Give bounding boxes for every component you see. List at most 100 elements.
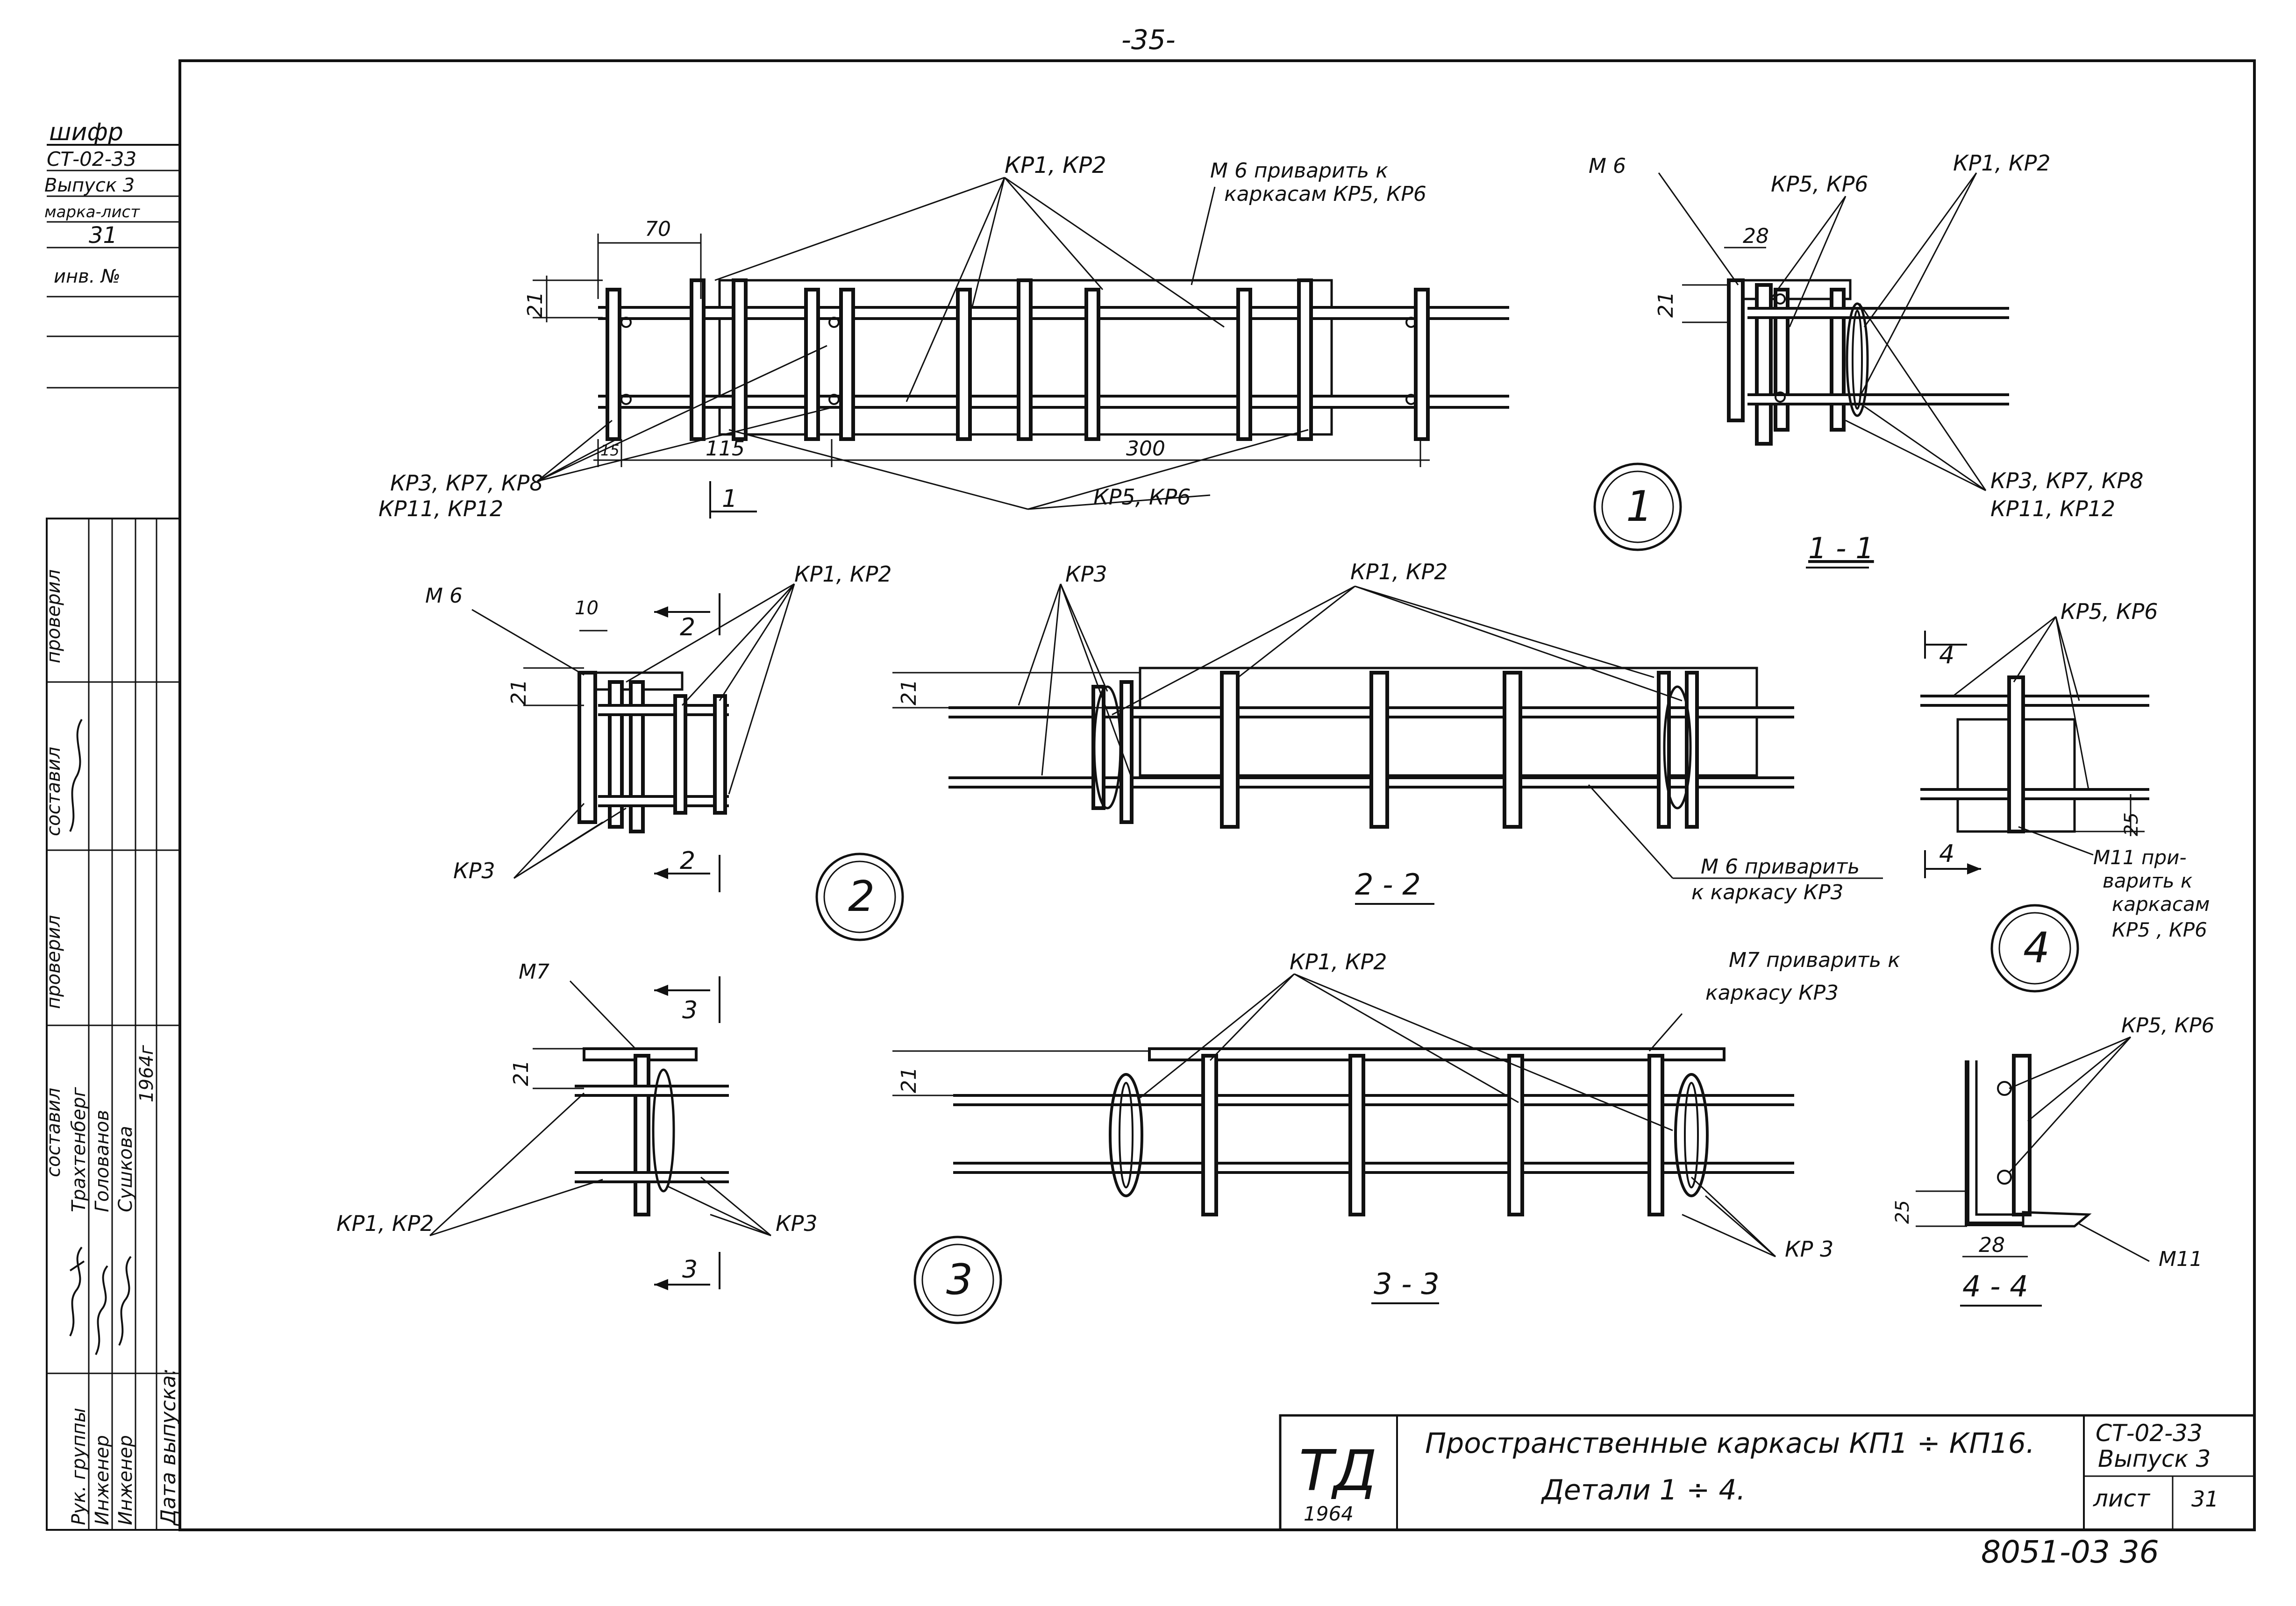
label-kp3-d1: КР3, КР7, КР8 (1990, 468, 2143, 493)
title-issue: Выпуск 3 (2098, 1445, 2210, 1472)
label-kp5-d1: КР5, КР6 (1771, 171, 1868, 197)
td-logo-year: 1964 (1304, 1502, 1354, 1525)
stamp-code: СТ-02-33 (47, 148, 136, 171)
dim-25-d4: 25 (1892, 1200, 1913, 1224)
label-m6-weld-d2-1: М 6 приварить (1701, 855, 1860, 879)
section-mark-2-top: 2 (680, 613, 695, 641)
label-kp5-d4l: КР5, КР6 (2061, 599, 2158, 624)
signature-1 (69, 1246, 85, 1336)
sheet-label: лист (2093, 1485, 2151, 1512)
detail-2: 21 КР3 КР1, КР2 М 6 приварить к каркасу … (815, 559, 1883, 941)
label-m11-d4: М11 (2159, 1247, 2203, 1271)
label-m11-2: варить к (2103, 869, 2193, 892)
label-m6-weld-main-2: каркасам КР5, КР6 (1224, 182, 1426, 206)
detail-marker-2 (815, 853, 904, 941)
approval-col-4: составил (43, 1088, 64, 1177)
label-kp1-kp2-main: КР1, КР2 (1005, 152, 1106, 178)
label-m6-weld-main-1: М 6 приварить к (1210, 159, 1388, 183)
detail-marker-4-number: 4 (2023, 924, 2050, 973)
approval-role-3: Инженер (115, 1435, 136, 1525)
label-kp3-d2: КР3 (1065, 561, 1107, 587)
signature-2 (95, 1265, 108, 1355)
detail-marker-2-number: 2 (848, 872, 875, 921)
approval-year: 1964г (136, 1045, 157, 1102)
dim-70: 70 (645, 217, 671, 241)
dim-10-d2: 10 (575, 597, 599, 619)
label-kp5-d4: КР5, КР6 (2121, 1014, 2215, 1038)
detail-2-section: 10 21 М 6 КР1, КР2 КР3 2 2 (425, 561, 892, 892)
approvals-column: проверил составил проверил составил Рук.… (43, 518, 181, 1531)
sheet-number: 31 (2191, 1486, 2219, 1512)
detail-marker-3-number: 3 (946, 1255, 973, 1304)
main-elevation: 70 21 15 115 300 КР1, КР2 М 6 (378, 152, 1509, 521)
label-kp1-d2l: КР1, КР2 (794, 561, 892, 587)
caption-4-4: 4 - 4 (1962, 1269, 2028, 1303)
td-logo: ТД (1299, 1439, 1377, 1504)
label-kp3-d3l: КР3 (776, 1211, 818, 1236)
dim-28-d1: 28 (1743, 224, 1769, 248)
label-kp11-d1: КР11, КР12 (1990, 496, 2115, 521)
dim-21-d3l: 21 (509, 1060, 533, 1086)
dim-115: 115 (706, 437, 745, 461)
label-m6-d1: М 6 (1589, 154, 1626, 178)
page-number: -35- (1121, 24, 1176, 56)
label-m7-weld-d3-1: М7 приварить к (1729, 948, 1900, 972)
dim-21-d3: 21 (897, 1067, 921, 1093)
release-date-label: Дата выпуска: (157, 1368, 180, 1526)
section-mark-4-bottom: 4 (1939, 840, 1954, 868)
label-m7-d3l: М7 (519, 960, 549, 984)
approval-col-2: составил (43, 747, 64, 836)
approval-name-1: Трахтенберг (68, 1087, 90, 1212)
approval-col-3: проверил (43, 915, 64, 1009)
detail-marker-3 (913, 1236, 1002, 1324)
approval-role-2: Инженер (92, 1435, 113, 1525)
stamp-sheet-no: 31 (89, 222, 117, 249)
stamp-inv-no: инв. № (54, 266, 121, 287)
title-block: ТД 1964 Пространственные каркасы КП1 ÷ К… (1279, 1414, 2256, 1531)
side-stamp: шифр СТ-02-33 Выпуск 3 марка-лист 31 инв… (44, 118, 180, 389)
approval-name-2: Голованов (92, 1110, 113, 1212)
detail-1: 28 21 М 6 КР5, КР6 КР1, КР2 КР3, КР7, КР… (1589, 150, 2143, 568)
approval-name-3: Сушкова (115, 1126, 136, 1212)
detail-marker-4 (1990, 904, 2079, 993)
label-kp1-d2: КР1, КР2 (1350, 559, 1448, 584)
section-mark-4-top: 4 (1939, 641, 1954, 669)
label-m11-1: М11 при- (2093, 846, 2187, 869)
label-kp5-main: КР5, КР6 (1093, 484, 1191, 510)
detail-3: 21 КР1, КР2 М7 приварить к каркасу КР3 К… (892, 948, 1900, 1324)
label-kp3-main: КР3, КР7, КР8 (390, 470, 543, 496)
caption-3-3: 3 - 3 (1374, 1267, 1440, 1301)
label-m11-3: каркасам (2112, 893, 2210, 916)
caption-1-1: 1 - 1 (1808, 531, 1874, 565)
transverse-bars (606, 278, 1430, 441)
stamp-cipher: шифр (49, 118, 123, 146)
section-mark-3-top: 3 (682, 996, 698, 1024)
label-m6-d2l: М 6 (425, 584, 463, 608)
label-m11-4: КР5 , КР6 (2112, 918, 2207, 941)
section-mark-1: 1 (722, 485, 737, 513)
caption-2-2: 2 - 2 (1355, 867, 1421, 902)
label-kp1-d3: КР1, КР2 (1290, 949, 1387, 974)
label-kp11-main: КР11, КР12 (378, 496, 503, 521)
detail-marker-1-number: 1 (1626, 482, 1653, 531)
section-mark-2-bottom: 2 (680, 847, 695, 875)
label-kp3-d3: КР 3 (1785, 1236, 1833, 1262)
dim-21-d1: 21 (1654, 291, 1678, 318)
label-kp1-d1: КР1, КР2 (1953, 150, 2051, 176)
title-line-2: Детали 1 ÷ 4. (1540, 1474, 1746, 1507)
stamp-mark-sheet: марка-лист (44, 203, 140, 221)
detail-3-section: 21 М7 КР1, КР2 КР3 3 3 (336, 960, 818, 1290)
approval-role-1: Рук. группы (68, 1408, 90, 1525)
stamp-issue: Выпуск 3 (44, 175, 135, 196)
approval-col-1: проверил (43, 569, 64, 663)
dim-300: 300 (1126, 437, 1165, 461)
sheet-stamp: 8051-03 36 (1981, 1534, 2159, 1570)
detail-4-section: 25 КР5, КР6 М11 при- варить к каркасам К… (1920, 599, 2210, 993)
label-m7-weld-d3-2: каркасу КР3 (1705, 981, 1839, 1005)
detail-marker-1 (1593, 462, 1682, 551)
section-mark-3-bottom: 3 (682, 1256, 698, 1284)
detail-4: 25 28 КР5, КР6 М11 4 - 4 (1892, 1014, 2215, 1307)
dim-21-d2l: 21 (507, 679, 531, 705)
dim-28-d4: 28 (1979, 1233, 2005, 1257)
